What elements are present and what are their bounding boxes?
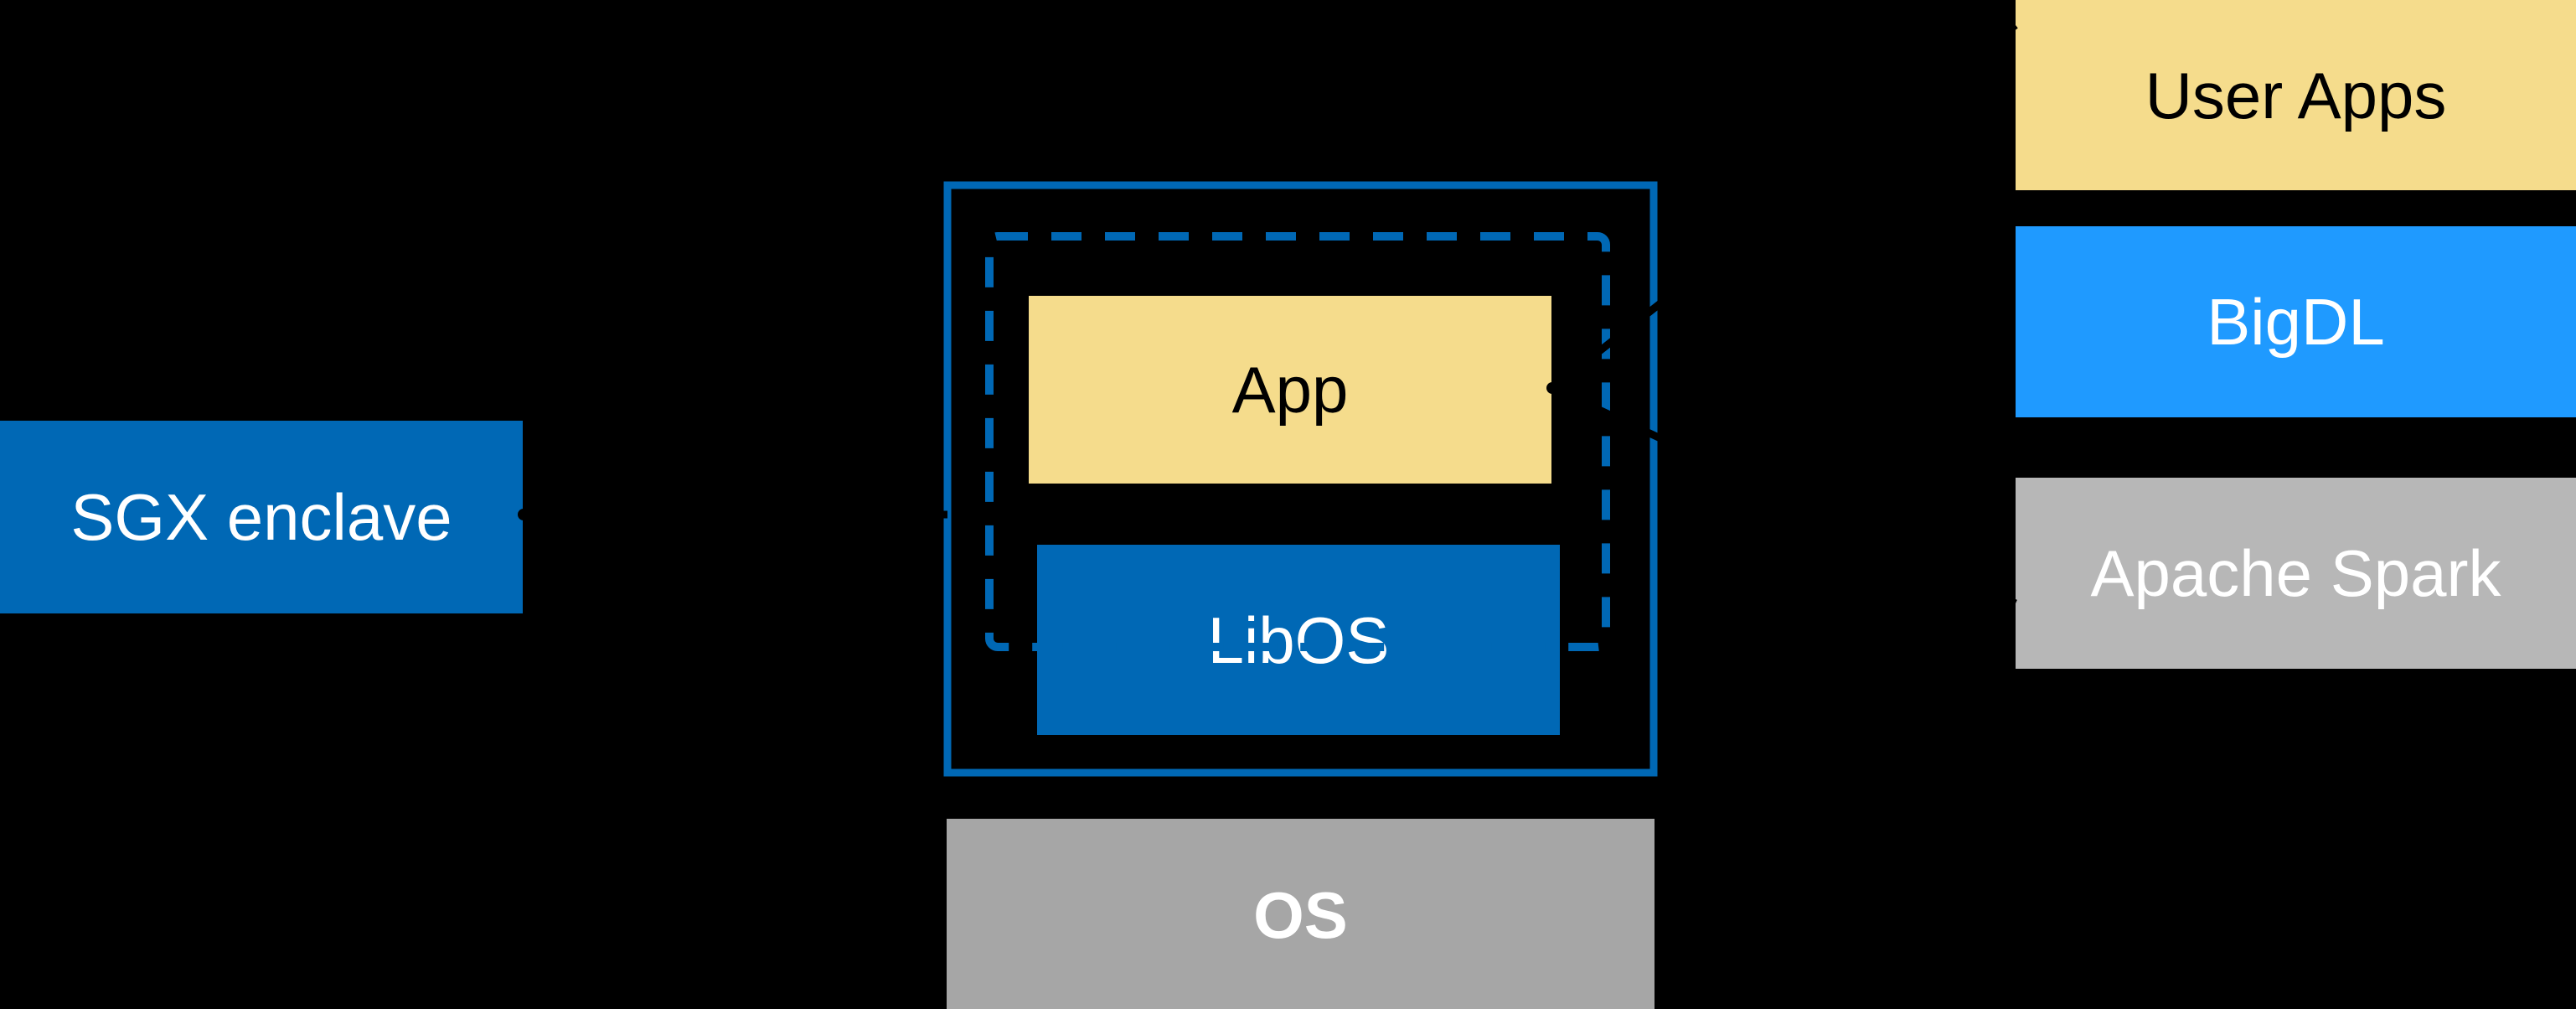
connector-line-spark-to-app: [1551, 384, 2017, 608]
stack-user-apps-box: User Apps: [2016, 0, 2576, 190]
apache-spark-label: Apache Spark: [2090, 536, 2501, 610]
libos-box: LibOS: [1037, 545, 1560, 735]
os-box: OS: [947, 819, 1655, 1009]
os-label: OS: [1253, 878, 1348, 952]
app-label: App: [1231, 353, 1349, 427]
app-box: App: [1029, 296, 1551, 484]
connector-line-user-apps-to-app: [1550, 22, 2018, 391]
stack-apache-spark-box: Apache Spark: [2016, 478, 2576, 669]
bigdl-label: BigDL: [2207, 285, 2385, 359]
sgx-enclave-box: SGX enclave: [0, 421, 523, 613]
sgx-enclave-label: SGX enclave: [70, 480, 452, 554]
libos-label: LibOS: [1207, 603, 1390, 677]
user-apps-label: User Apps: [2145, 58, 2447, 132]
stack-bigdl-box: BigDL: [2016, 226, 2576, 417]
